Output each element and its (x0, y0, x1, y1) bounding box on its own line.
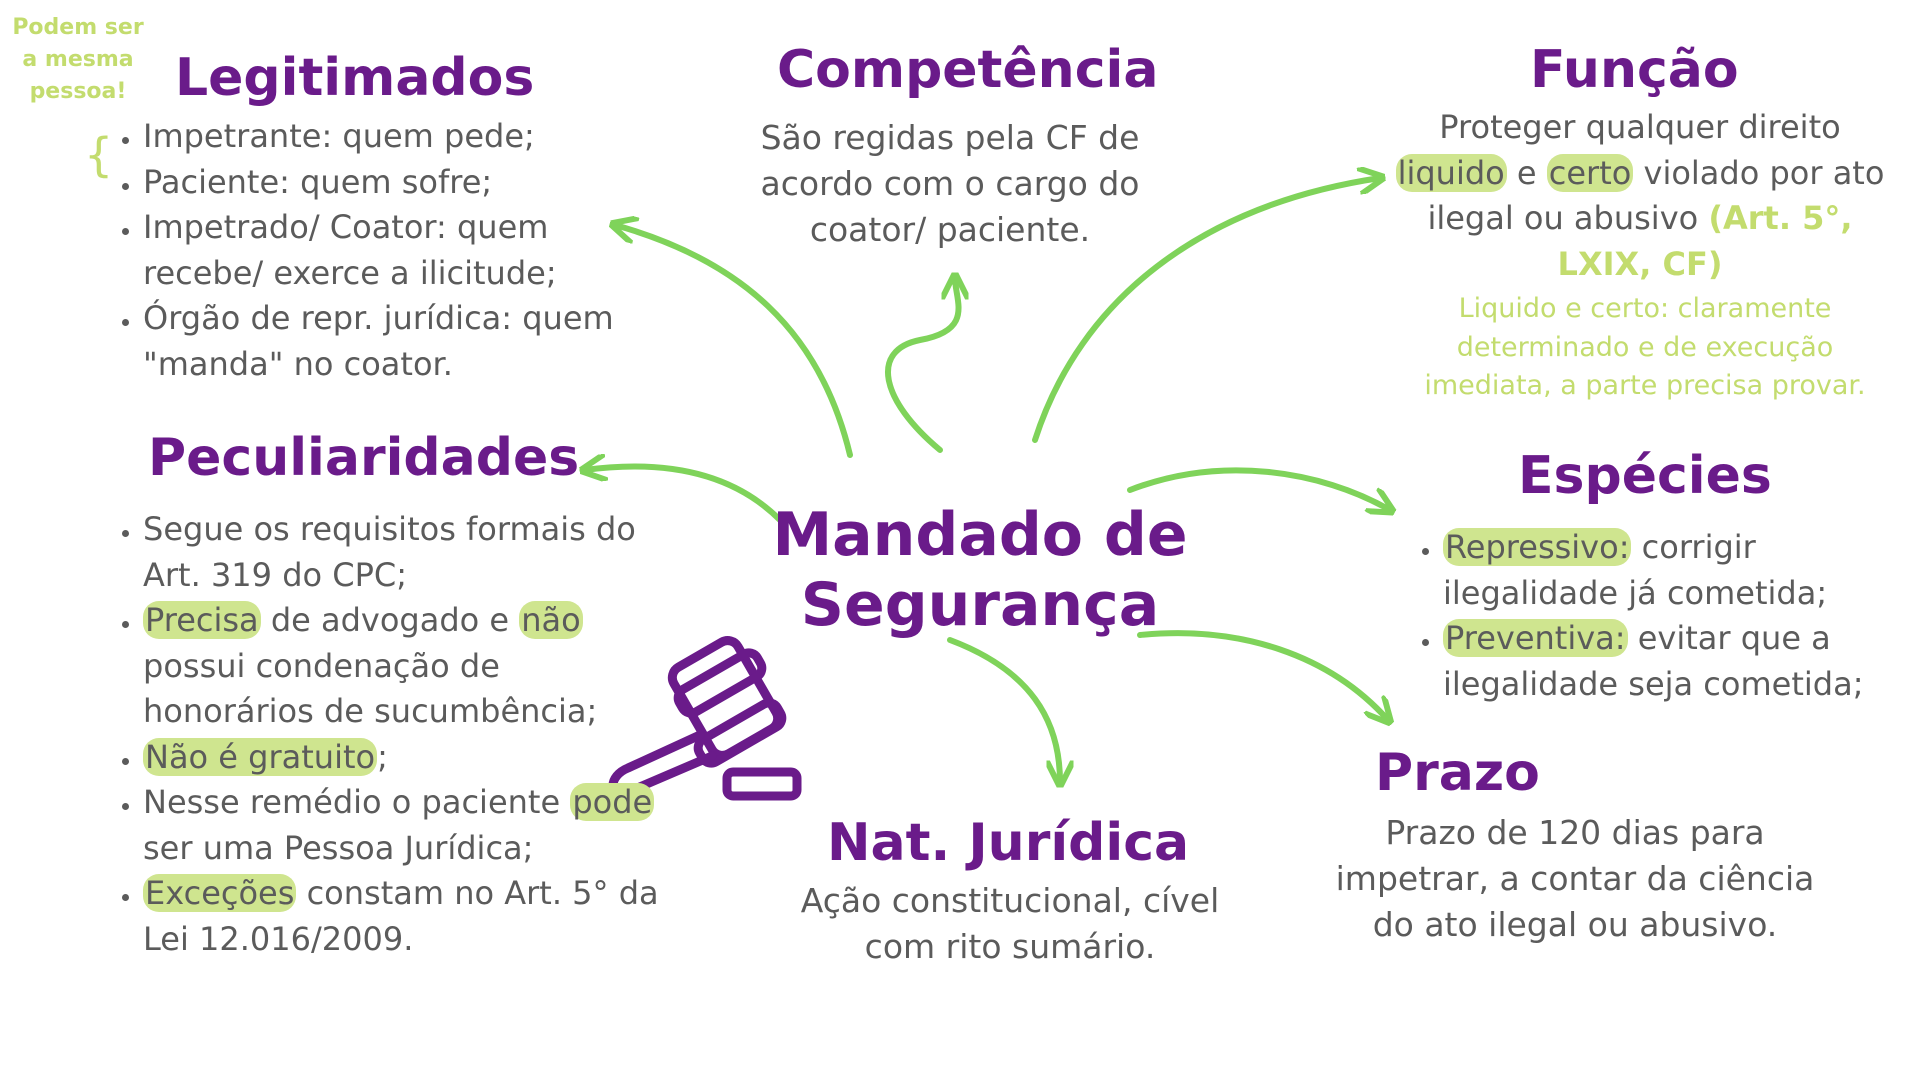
arrow-to-legitimados (615, 225, 853, 458)
arrow-to-peculiaridades (585, 467, 783, 523)
same-person-note-text: Podem ser a mesma pessoa! (12, 15, 144, 104)
competencia-heading: Competência (777, 40, 1159, 100)
highlight-precisa: Precisa (143, 601, 261, 639)
list-item: Precisa de advogado e não possui condena… (143, 598, 663, 735)
highlight-liquido: liquido (1395, 153, 1507, 192)
competencia-text: São regidas pela CF de acordo com o carg… (760, 118, 1140, 249)
list-item: Preventiva: evitar que a ilegalidade sej… (1443, 616, 1920, 707)
highlight-preventiva: Preventiva: (1443, 619, 1628, 657)
highlight-pode: pode (570, 783, 655, 821)
funcao-after: violado por ato ilegal ou abusivo (1427, 153, 1885, 238)
highlight-excecoes: Exceções (143, 874, 297, 912)
highlight-nao: não (519, 601, 583, 639)
arrow-to-especies (1127, 467, 1390, 510)
list-item: Repressivo: corrigir ilegalidade já come… (1443, 525, 1920, 616)
list-item: Paciente: quem sofre; (143, 160, 643, 206)
arrow-to-prazo (1137, 630, 1388, 720)
arrow-to-funcao (1032, 178, 1380, 443)
same-person-note: Podem ser a mesma pessoa! (8, 12, 148, 108)
list-item-text: de advogado e (260, 601, 520, 639)
main-title: Mandado de Segurança (772, 500, 1188, 640)
funcao-conj: e (1506, 153, 1547, 192)
funcao-heading: Função (1530, 40, 1739, 100)
list-item-text: Nesse remédio o paciente (143, 783, 571, 821)
legitimados-heading: Legitimados (175, 48, 535, 108)
peculiaridades-heading: Peculiaridades (148, 428, 580, 488)
list-item: Não é gratuito; (143, 735, 663, 781)
nat-juridica-heading: Nat. Jurídica (827, 813, 1190, 873)
list-item: Órgão de repr. jurídica: quem "manda" no… (143, 296, 643, 387)
list-item-text: corrigir ilegalidade já cometida; (1443, 528, 1828, 612)
list-item: Segue os requisitos formais do Art. 319 … (143, 507, 663, 598)
funcao-text: Proteger qualquer direito liquido e cert… (1385, 105, 1895, 287)
funcao-line1: Proteger qualquer direito (1439, 108, 1841, 146)
list-item: Impetrado/ Coator: quem recebe/ exerce a… (143, 205, 643, 296)
highlight-nao-gratuito: Não é gratuito (143, 737, 378, 776)
legitimados-list: Impetrante: quem pede; Paciente: quem so… (118, 114, 643, 387)
list-item-text: constam no Art. 5° da Lei 12.016/2009. (143, 874, 659, 958)
highlight-certo: certo (1546, 153, 1634, 192)
highlight-repressivo: Repressivo: (1443, 528, 1632, 566)
nat-juridica-text: Ação constitucional, cível com rito sumá… (800, 881, 1220, 966)
funcao-note: Liquido e certo: claramente determinado … (1424, 293, 1866, 401)
list-item-text: evitar que a ilegalidade seja cometida; (1443, 619, 1864, 703)
prazo-text: Prazo de 120 dias para impetrar, a conta… (1335, 813, 1815, 944)
peculiaridades-list: Segue os requisitos formais do Art. 319 … (118, 507, 663, 962)
especies-heading: Espécies (1518, 446, 1772, 506)
list-item: Nesse remédio o paciente pode ser uma Pe… (143, 780, 663, 871)
brace-icon: { (84, 128, 114, 182)
list-item-text: ser uma Pessoa Jurídica; (143, 828, 534, 867)
list-item: Exceções constam no Art. 5° da Lei 12.01… (143, 871, 663, 962)
arrow-to-competencia (885, 278, 959, 453)
list-item-text: possui condenação de honorários de sucum… (143, 646, 598, 731)
especies-list: Repressivo: corrigir ilegalidade já come… (1418, 525, 1920, 707)
prazo-heading: Prazo (1375, 743, 1540, 803)
list-item-text: ; (377, 737, 388, 776)
funcao-reference: (Art. 5°, LXIX, CF) (1557, 199, 1853, 283)
list-item: Impetrante: quem pede; (143, 114, 643, 160)
arrow-to-nat-juridica (947, 637, 1060, 782)
